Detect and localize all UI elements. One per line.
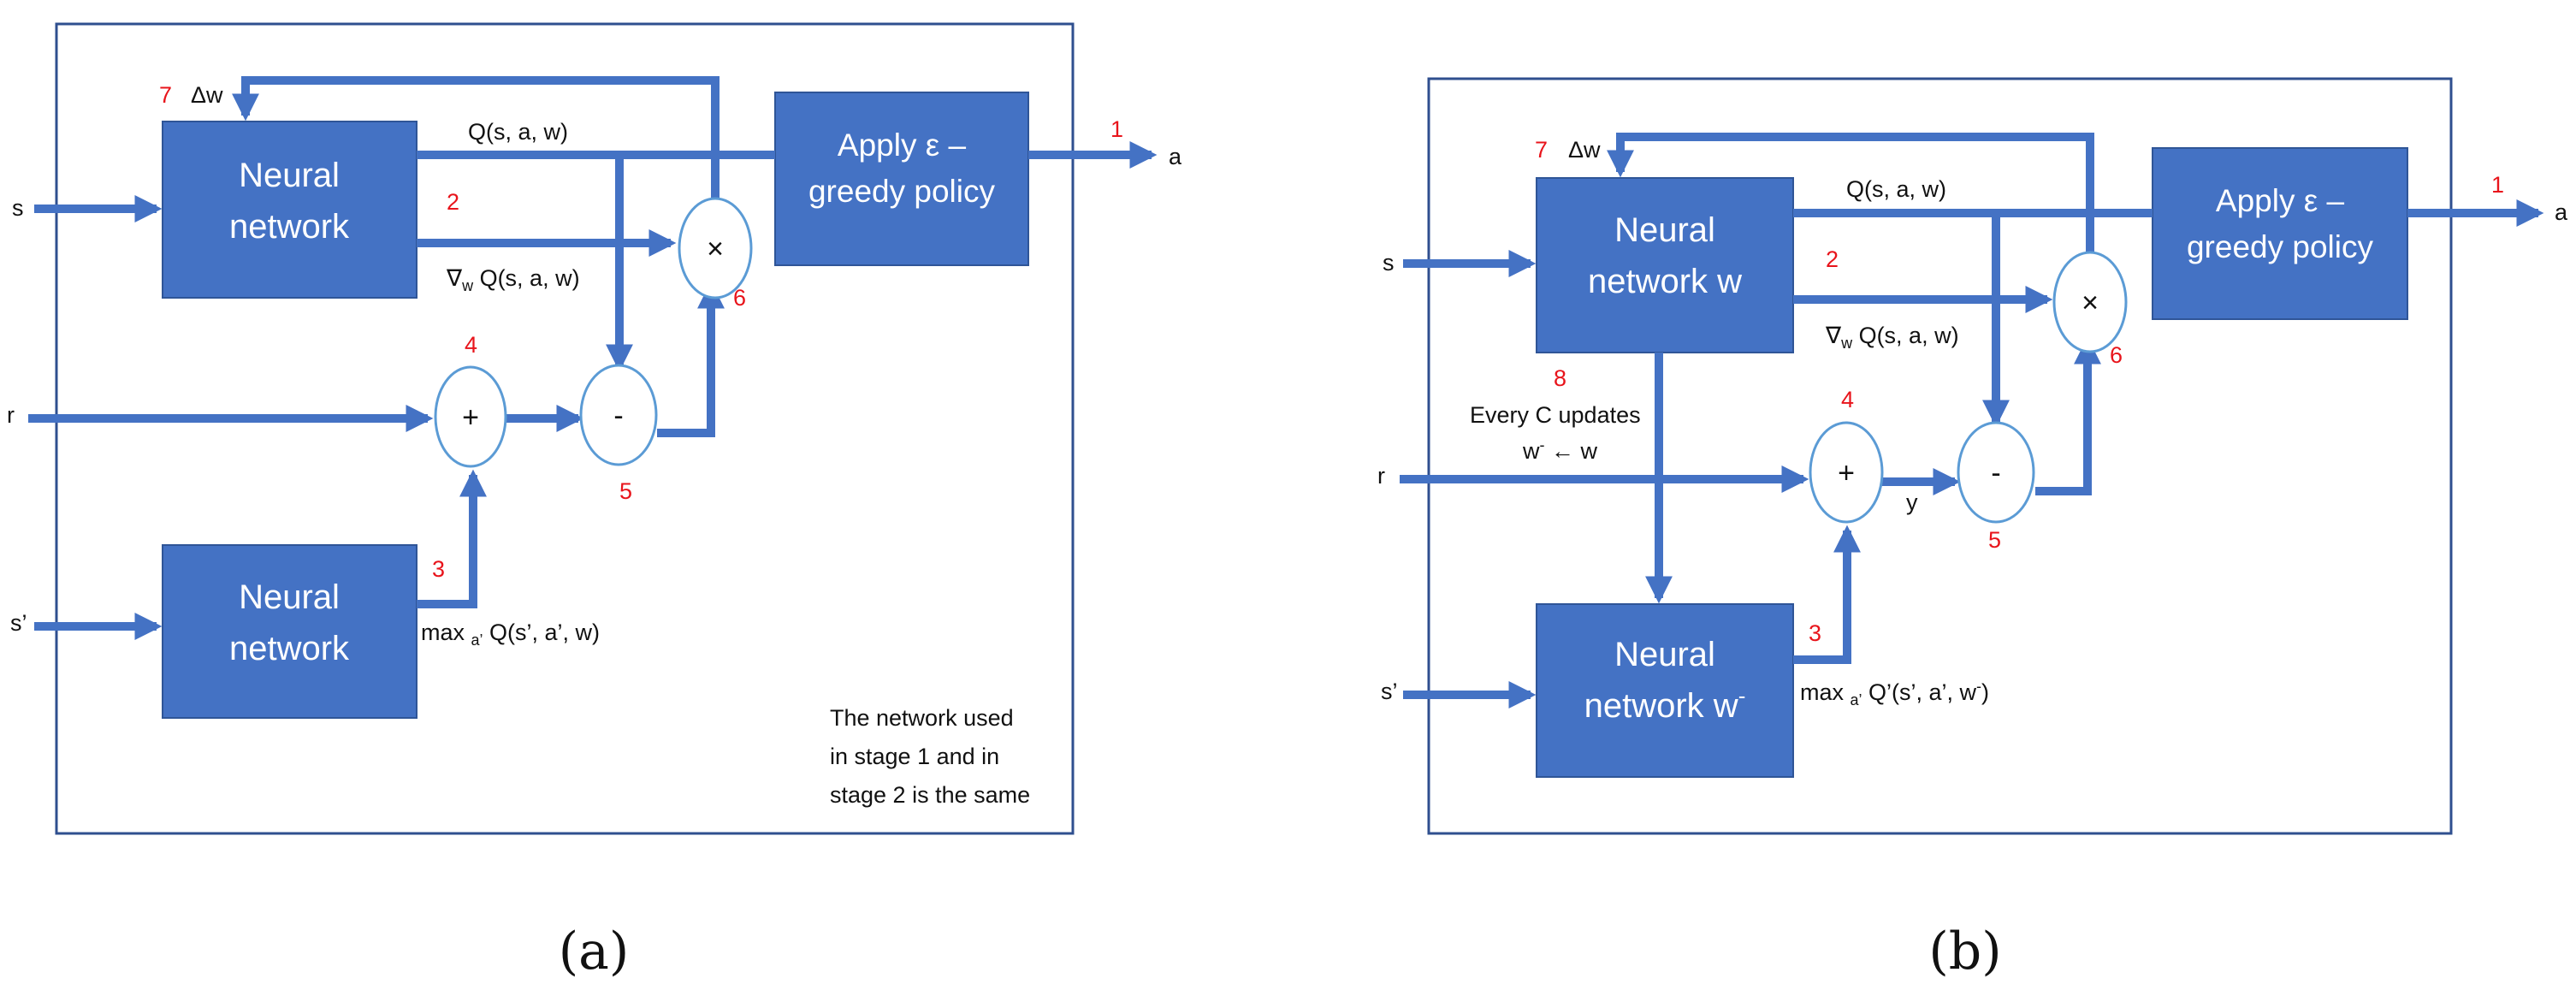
epsilon-greedy-policy-block-b <box>2152 147 2408 320</box>
panel-b-frame <box>1427 77 2453 835</box>
minus-node <box>579 364 658 466</box>
step-number-1: 1 <box>1110 116 1123 142</box>
policy-b-line1: Apply ε – <box>2216 183 2345 218</box>
max-q-label: max a’ Q(s’, a’, w) <box>421 620 600 649</box>
panel-b: Neural network w Neural network w- Apply… <box>1377 77 2568 981</box>
neural-network-bottom-line2: network <box>229 630 350 667</box>
minus-node-b <box>1957 421 2035 524</box>
neural-network-top-line1: Neural <box>239 157 340 194</box>
max-to-plus-arrow-b <box>1793 525 1862 664</box>
step-number-2-b: 2 <box>1826 246 1839 272</box>
minus-to-times-arrow-b <box>2035 336 2102 495</box>
step-number-6: 6 <box>733 285 746 311</box>
plus-symbol: + <box>462 401 479 434</box>
step-number-4-b: 4 <box>1841 387 1854 412</box>
neural-network-top-block <box>162 121 417 299</box>
step-number-8-b: 8 <box>1554 365 1566 391</box>
step-number-3-b: 3 <box>1809 620 1821 646</box>
step-number-4: 4 <box>465 332 477 358</box>
step-number-7-b: 7 <box>1535 137 1548 163</box>
input-r-label: r <box>7 402 15 428</box>
delta-w-feedback-arrow-b <box>1606 133 2094 255</box>
input-s-prime-label: s’ <box>10 610 27 636</box>
minus-symbol-b: - <box>1991 457 2000 489</box>
note-line-1: The network used <box>830 705 1014 731</box>
max-to-plus-arrow <box>417 469 488 608</box>
neural-network-w-minus-line2: network w- <box>1584 683 1746 725</box>
panel-a-frame <box>55 22 1075 835</box>
input-s-prime-label-b: s’ <box>1381 679 1398 704</box>
delta-w-label: Δw <box>191 82 223 108</box>
step-number-3: 3 <box>432 556 445 582</box>
gradient-label-b: ∇w Q(s, a, w) <box>1825 323 1959 352</box>
gradient-label: ∇w Q(s, a, w) <box>446 265 580 294</box>
policy-line2: greedy policy <box>808 174 996 209</box>
policy-line1: Apply ε – <box>838 127 967 163</box>
times-symbol: × <box>707 233 724 265</box>
minus-to-times-arrow <box>657 281 725 437</box>
q-value-label: Q(s, a, w) <box>468 119 568 145</box>
panel-a: Neural network Neural network Apply ε – … <box>7 22 1182 981</box>
step-number-5-b: 5 <box>1988 527 2001 553</box>
target-assign-label: w- ← w <box>1522 436 1598 464</box>
step-number-2: 2 <box>447 189 459 215</box>
neural-network-bottom-line1: Neural <box>239 578 340 616</box>
neural-network-w-minus-line1: Neural <box>1614 636 1715 673</box>
input-r-label-b: r <box>1377 463 1385 489</box>
neural-network-bottom-block <box>162 544 417 719</box>
plus-symbol-b: + <box>1838 457 1855 489</box>
neural-network-w-line2: network w <box>1588 263 1742 300</box>
times-symbol-b: × <box>2082 287 2099 319</box>
neural-network-w-block <box>1536 177 1794 353</box>
plus-node <box>434 365 507 468</box>
step-number-1-b: 1 <box>2491 172 2504 198</box>
neural-network-w-minus-block <box>1536 603 1794 778</box>
step-number-6-b: 6 <box>2110 342 2123 368</box>
neural-network-w-line1: Neural <box>1614 211 1715 249</box>
panel-b-caption: (b) <box>1928 922 2001 981</box>
times-node <box>678 197 753 299</box>
note-line-2: in stage 1 and in <box>830 744 999 769</box>
q-value-label-b: Q(s, a, w) <box>1846 176 1946 202</box>
input-s-label-b: s <box>1383 250 1395 276</box>
output-a-label: a <box>1169 144 1182 169</box>
input-s-label: s <box>12 195 24 221</box>
step-number-5: 5 <box>619 478 632 504</box>
times-node-b <box>2052 251 2128 353</box>
epsilon-greedy-policy-block <box>774 92 1029 266</box>
delta-w-feedback-arrow <box>231 76 720 199</box>
step-number-7: 7 <box>159 82 172 108</box>
every-c-updates-label: Every C updates <box>1470 402 1641 428</box>
note-line-3: stage 2 is the same <box>830 782 1030 808</box>
output-a-label-b: a <box>2555 199 2568 225</box>
delta-w-label-b: Δw <box>1568 137 1601 163</box>
target-y-label: y <box>1906 489 1918 515</box>
policy-b-line2: greedy policy <box>2187 229 2374 264</box>
minus-symbol: - <box>613 400 623 432</box>
plus-node-b <box>1809 421 1884 524</box>
neural-network-top-line2: network <box>229 208 350 246</box>
max-q-target-label: max a’ Q’(s’, a’, w-) <box>1800 678 1989 708</box>
panel-a-caption: (a) <box>559 922 630 981</box>
